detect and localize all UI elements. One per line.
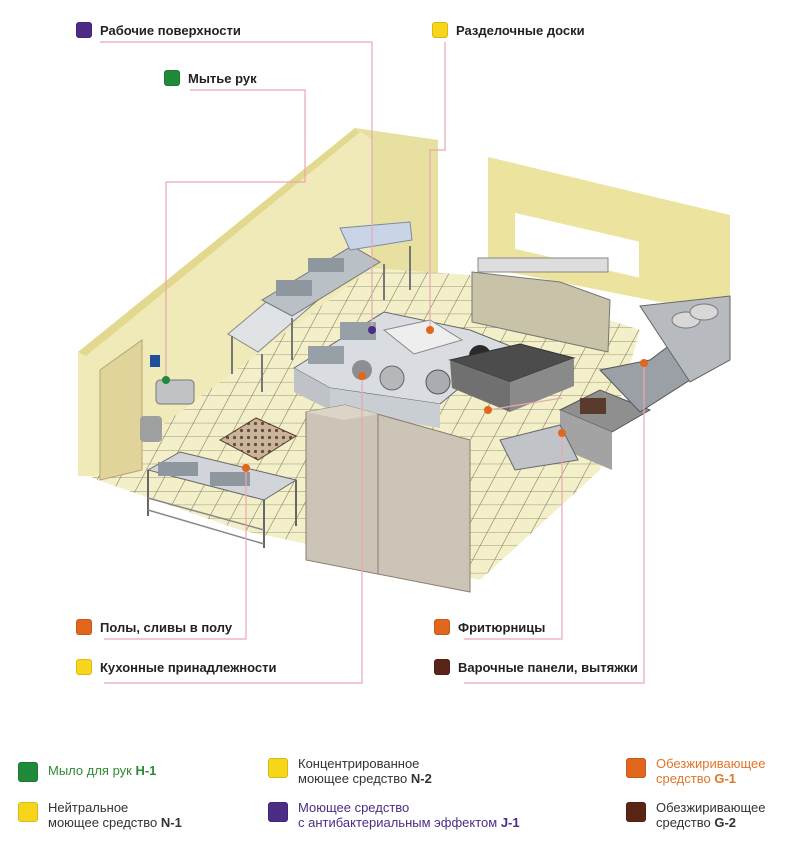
legend-n2: Концентрированное моющее средство N-2 bbox=[268, 756, 432, 786]
orange-swatch-icon bbox=[76, 619, 92, 635]
callout-floors-drains: Полы, сливы в полу bbox=[76, 619, 232, 635]
callout-fryers: Фритюрницы bbox=[434, 619, 545, 635]
yellow-swatch-icon bbox=[76, 659, 92, 675]
yellow-swatch-icon bbox=[268, 758, 288, 778]
brown-swatch-icon bbox=[434, 659, 450, 675]
green-swatch-icon bbox=[18, 762, 38, 782]
back-wall bbox=[355, 128, 438, 300]
yellow-swatch-icon bbox=[432, 22, 448, 38]
legend-h1: Мыло для рук H-1 bbox=[18, 760, 156, 782]
legend-n1: Нейтральное моющее средство N-1 bbox=[18, 800, 182, 830]
callout-hand-wash: Мытье рук bbox=[164, 70, 257, 86]
callout-cooktops-hoods: Варочные панели, вытяжки bbox=[434, 659, 638, 675]
orange-swatch-icon bbox=[626, 758, 646, 778]
front-column bbox=[305, 404, 471, 593]
callout-work-surfaces: Рабочие поверхности bbox=[76, 22, 241, 38]
purple-swatch-icon bbox=[76, 22, 92, 38]
legend-g2: Обезжиривающее средство G-2 bbox=[626, 800, 766, 830]
left-wall bbox=[78, 128, 372, 478]
legend-g1: Обезжиривающее средство G-1 bbox=[626, 756, 766, 786]
green-swatch-icon bbox=[164, 70, 180, 86]
brown-swatch-icon bbox=[626, 802, 646, 822]
yellow-swatch-icon bbox=[18, 802, 38, 822]
purple-swatch-icon bbox=[268, 802, 288, 822]
floor-drain bbox=[218, 417, 298, 461]
callout-cutting-boards: Разделочные доски bbox=[432, 22, 585, 38]
callout-kitchen-utensils: Кухонные принадлежности bbox=[76, 659, 277, 675]
legend-j1: Моющее средство с антибактериальным эффе… bbox=[268, 800, 520, 830]
orange-swatch-icon bbox=[434, 619, 450, 635]
